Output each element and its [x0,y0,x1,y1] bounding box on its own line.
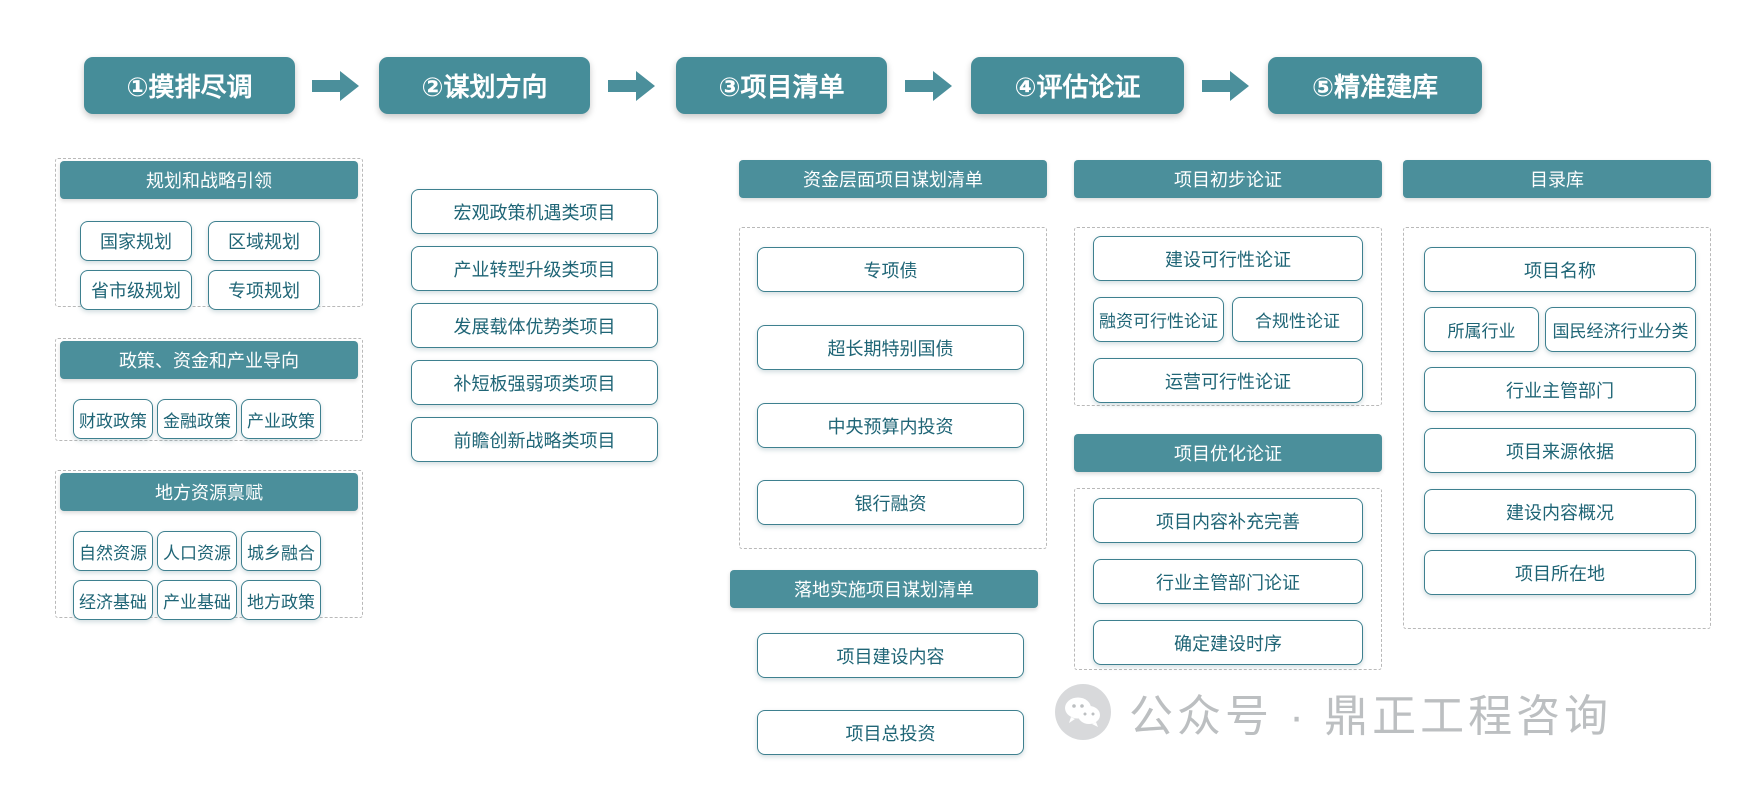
col1-g2-item-2[interactable]: 金融政策 [157,399,237,439]
stage-3-title[interactable]: ③项目清单 [676,57,887,114]
col2-item-4[interactable]: 补短板强弱项类项目 [411,360,658,405]
col3-g1-item-3[interactable]: 中央预算内投资 [757,403,1024,448]
col5-group-1-header: 目录库 [1403,160,1711,198]
col4-g1-item-4[interactable]: 运营可行性论证 [1093,358,1363,403]
watermark-text: 公众号 · 鼎正工程咨询 [1129,692,1613,741]
col3-g1-item-4[interactable]: 银行融资 [757,480,1024,525]
col1-g3-item-4[interactable]: 经济基础 [73,580,153,620]
col5-item-3[interactable]: 国民经济行业分类 [1545,307,1696,352]
col1-g3-item-5[interactable]: 产业基础 [157,580,237,620]
col3-group-2-header: 落地实施项目谋划清单 [730,570,1038,608]
col3-g1-item-1[interactable]: 专项债 [757,247,1024,292]
col3-g2-item-2[interactable]: 项目总投资 [757,710,1024,755]
col1-g2-item-3[interactable]: 产业政策 [241,399,321,439]
col1-group-3-header: 地方资源禀赋 [60,473,358,511]
arrow-3-to-4-icon [905,70,953,107]
col4-group-2-header: 项目优化论证 [1074,434,1382,472]
col1-g2-item-1[interactable]: 财政政策 [73,399,153,439]
col1-g3-item-6[interactable]: 地方政策 [241,580,321,620]
col1-group-2-header: 政策、资金和产业导向 [60,341,358,379]
col5-item-2[interactable]: 所属行业 [1424,307,1539,352]
stage-1-title[interactable]: ①摸排尽调 [84,57,295,114]
col3-group-1-header: 资金层面项目谋划清单 [739,160,1047,198]
col5-group-1-dashed-frame [1403,227,1711,629]
arrow-1-to-2-icon [312,70,360,107]
col1-g1-item-4[interactable]: 专项规划 [208,270,320,310]
col1-group-1-header: 规划和战略引领 [60,161,358,199]
col2-item-2[interactable]: 产业转型升级类项目 [411,246,658,291]
col3-g1-item-2[interactable]: 超长期特别国债 [757,325,1024,370]
col1-group-2-dashed-frame [55,338,363,441]
stage-4-title[interactable]: ④评估论证 [971,57,1184,114]
arrow-4-to-5-icon [1202,70,1250,107]
col2-item-3[interactable]: 发展载体优势类项目 [411,303,658,348]
col5-item-7[interactable]: 项目所在地 [1424,550,1696,595]
col4-g2-item-2[interactable]: 行业主管部门论证 [1093,559,1363,604]
col1-g1-item-1[interactable]: 国家规划 [80,221,192,261]
col1-g3-item-2[interactable]: 人口资源 [157,531,237,571]
stage-5-title[interactable]: ⑤精准建库 [1268,57,1482,114]
col1-g1-item-2[interactable]: 区域规划 [208,221,320,261]
col5-item-4[interactable]: 行业主管部门 [1424,367,1696,412]
col3-g2-item-1[interactable]: 项目建设内容 [757,633,1024,678]
col4-group-1-dashed-frame [1074,227,1382,406]
col3-group-1-dashed-frame [739,227,1047,549]
col4-g1-item-2[interactable]: 融资可行性论证 [1093,297,1224,342]
col1-g1-item-3[interactable]: 省市级规划 [80,270,192,310]
col5-item-5[interactable]: 项目来源依据 [1424,428,1696,473]
col5-item-1[interactable]: 项目名称 [1424,247,1696,292]
watermark: 公众号 · 鼎正工程咨询 [1055,680,1612,744]
col4-g1-item-1[interactable]: 建设可行性论证 [1093,236,1363,281]
col2-item-5[interactable]: 前瞻创新战略类项目 [411,417,658,462]
stage-2-title[interactable]: ②谋划方向 [379,57,590,114]
col4-g1-item-3[interactable]: 合规性论证 [1232,297,1363,342]
col1-g3-item-1[interactable]: 自然资源 [73,531,153,571]
col1-g3-item-3[interactable]: 城乡融合 [241,531,321,571]
col5-item-6[interactable]: 建设内容概况 [1424,489,1696,534]
col2-item-1[interactable]: 宏观政策机遇类项目 [411,189,658,234]
col4-group-1-header: 项目初步论证 [1074,160,1382,198]
col4-group-2-dashed-frame [1074,488,1382,670]
wechat-icon [1055,684,1111,740]
arrow-2-to-3-icon [608,70,656,107]
col4-g2-item-3[interactable]: 确定建设时序 [1093,620,1363,665]
col4-g2-item-1[interactable]: 项目内容补充完善 [1093,498,1363,543]
